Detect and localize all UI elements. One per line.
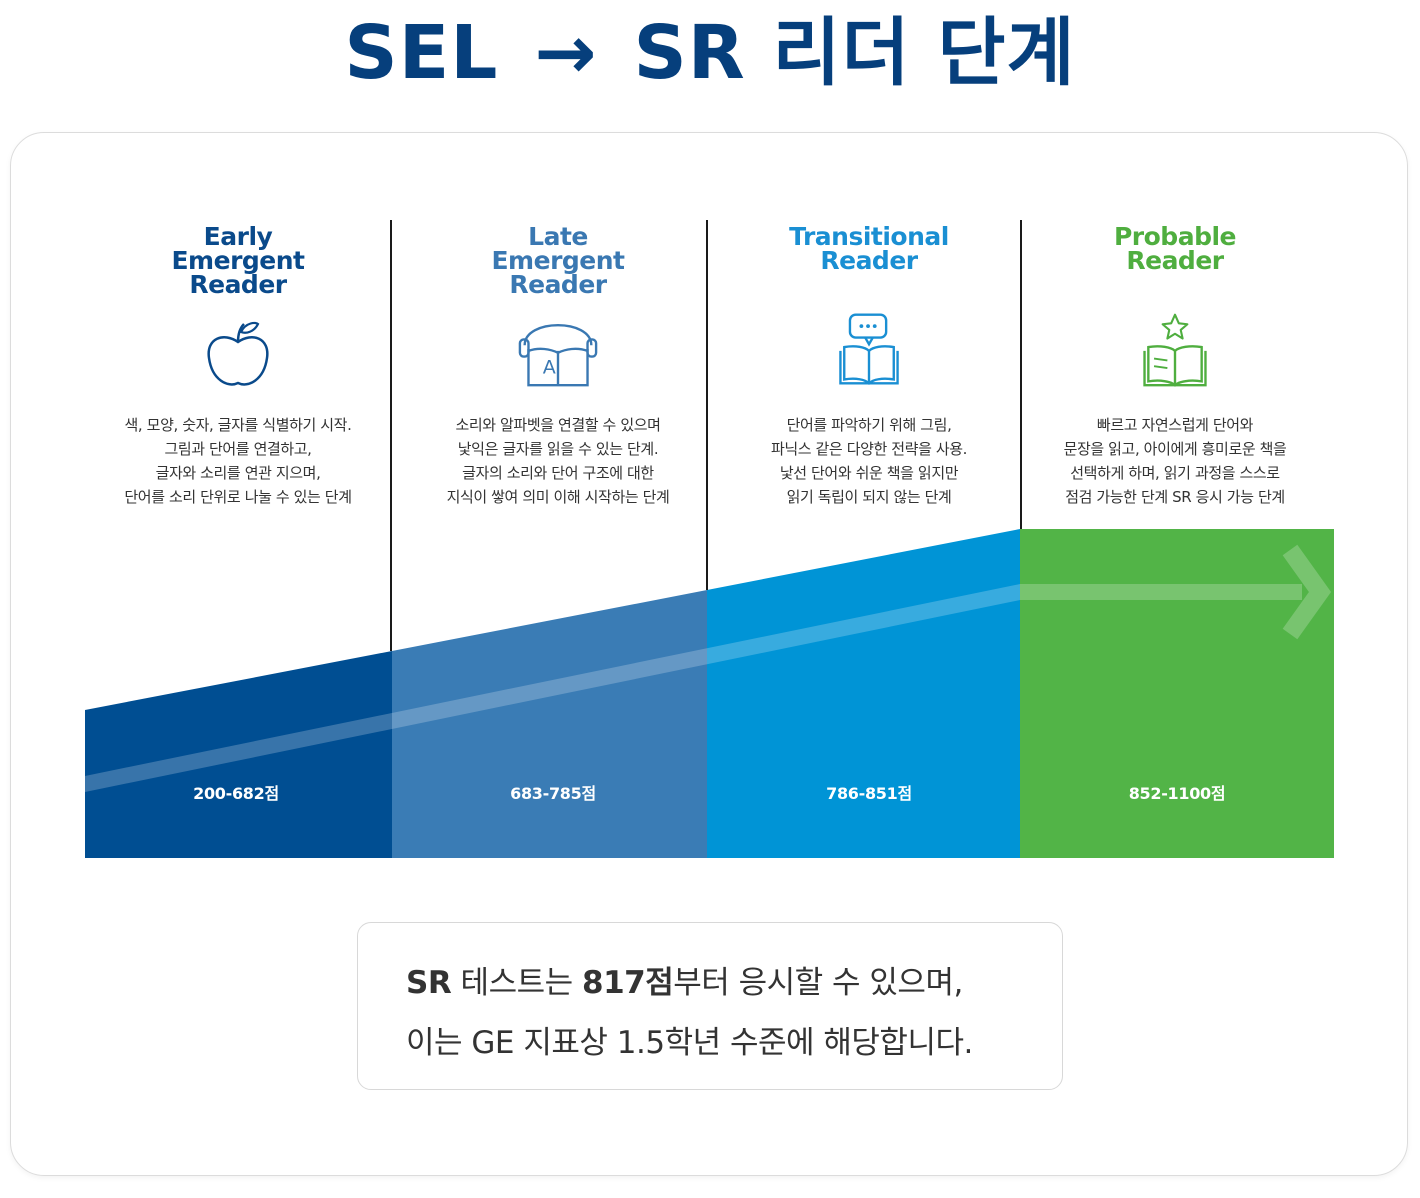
stage-transitional: Transitional Reader 단어를 파악하기 위해 그림, 파닉스 … — [719, 222, 1019, 506]
chat-book-icon — [839, 313, 899, 385]
star-book-icon — [1143, 313, 1207, 387]
stage-description: 빠르고 자연스럽게 단어와 문장을 읽고, 아이에게 흥미로운 책을 선택하게 … — [1063, 416, 1287, 506]
title-arrow-icon: → — [534, 10, 598, 96]
note-text-a: 테스트는 — [451, 965, 582, 1001]
stage-probable: Probable Reader 빠르고 자연스럽게 단어와 문장을 읽고, 아이… — [1025, 222, 1325, 506]
stage-description: 소리와 알파벳을 연결할 수 있으며 낯익은 글자를 읽을 수 있는 단계. 글… — [446, 416, 670, 506]
stage-band-4 — [1020, 529, 1334, 858]
stage-late-emergent: Late Emergent Reader A 소리와 알파벳을 연결할 수 있으… — [408, 222, 708, 506]
stage-band-1 — [85, 651, 392, 858]
note-bold-score: 817점 — [582, 965, 674, 1001]
note-bold-sr: SR — [406, 965, 452, 1001]
stage-name: Probable Reader — [1113, 222, 1237, 275]
stage-divider-2 — [706, 220, 708, 590]
note-text-b: 부터 응시할 수 있으며, — [673, 965, 963, 1001]
score-range-4: 852-1100점 — [1128, 784, 1226, 803]
stage-name: Late Emergent Reader — [491, 222, 625, 299]
info-note: SR 테스트는 817점부터 응시할 수 있으며, 이는 GE 지표상 1.5학… — [357, 922, 1063, 1090]
note-line-1: SR 테스트는 817점부터 응시할 수 있으며, — [406, 957, 963, 1002]
title-right: SR 리더 단계 — [633, 10, 1076, 96]
page-title: SEL → SR 리더 단계 — [0, 8, 1420, 98]
title-left: SEL — [344, 10, 499, 96]
svg-text:A: A — [543, 357, 556, 379]
stage-divider-3 — [1020, 220, 1022, 529]
stage-name: Transitional Reader — [789, 222, 949, 275]
progress-arrowhead-icon — [1282, 544, 1332, 640]
score-range-1: 200-682점 — [193, 784, 279, 803]
score-range-2: 683-785점 — [510, 784, 596, 803]
stage-name: Early Emergent Reader — [171, 222, 305, 299]
stage-divider-1 — [390, 220, 392, 651]
stage-band-2 — [392, 590, 707, 858]
stage-description: 단어를 파악하기 위해 그림, 파닉스 같은 다양한 전략을 사용. 낯선 단어… — [770, 416, 968, 506]
headphones-book-icon: A — [518, 324, 598, 387]
score-range-3: 786-851점 — [826, 784, 912, 803]
stage-description: 색, 모양, 숫자, 글자를 식별하기 시작. 그림과 단어를 연결하고, 글자… — [124, 416, 352, 506]
stage-band-3 — [707, 529, 1020, 858]
stage-early-emergent: Early Emergent Reader 색, 모양, 숫자, 글자를 식별하… — [88, 222, 388, 506]
note-line-2: 이는 GE 지표상 1.5학년 수준에 해당합니다. — [406, 1025, 973, 1061]
apple-icon — [207, 321, 269, 386]
